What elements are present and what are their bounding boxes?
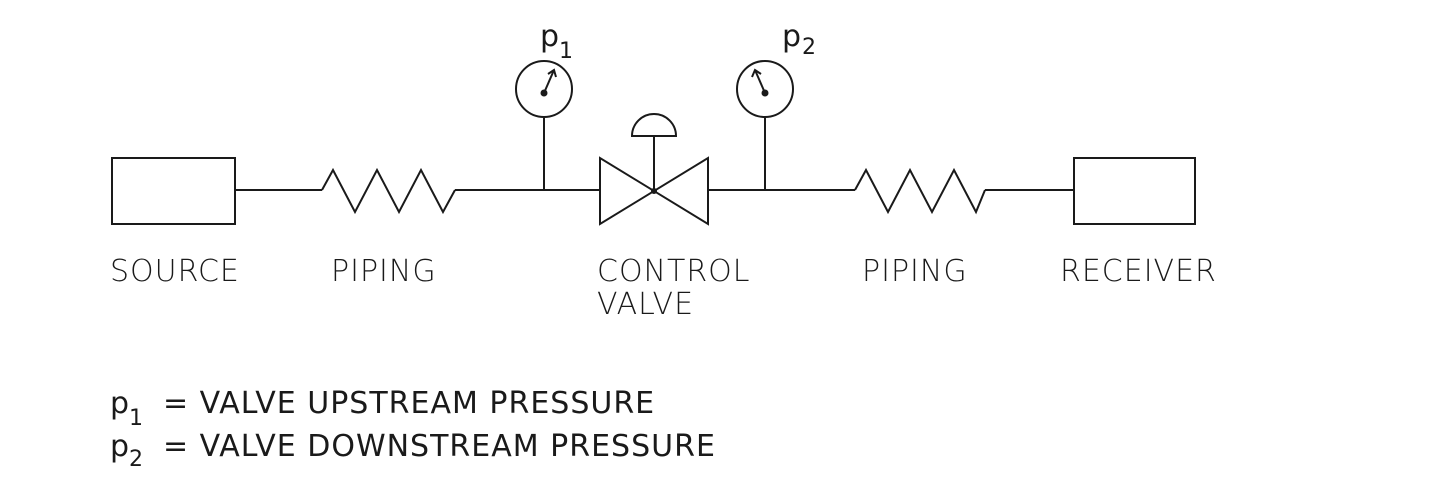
source-box <box>111 157 236 225</box>
downstream-pressure-gauge <box>736 60 794 190</box>
gauge-downstream-subscript: 2 <box>802 35 816 60</box>
label-piping-upstream: PIPING <box>331 254 437 289</box>
gauge-upstream-symbol: p <box>540 19 559 54</box>
receiver-box <box>1073 157 1196 225</box>
legend-p1-symbol: p <box>110 386 129 421</box>
legend-p1-subscript: 1 <box>129 406 143 431</box>
legend: p 1 = VALVE UPSTREAM PRESSURE p 2 = VALV… <box>110 386 716 472</box>
legend-p2-symbol: p <box>110 429 129 464</box>
legend-p2-subscript: 2 <box>129 447 143 472</box>
gauge-upstream-subscript: 1 <box>559 39 573 64</box>
gauge-downstream-symbol: p <box>782 19 801 54</box>
piping-downstream-symbol <box>854 167 986 215</box>
legend-p2-text: = VALVE DOWNSTREAM PRESSURE <box>163 429 716 464</box>
label-piping-downstream: PIPING <box>862 254 968 289</box>
label-source: SOURCE <box>110 254 240 289</box>
legend-p1-text: = VALVE UPSTREAM PRESSURE <box>163 386 655 421</box>
upstream-pressure-gauge <box>515 60 573 190</box>
control-valve-symbol <box>599 113 709 226</box>
piping-upstream-symbol <box>321 167 456 215</box>
label-control-valve-line2: VALVE <box>597 287 694 322</box>
label-control-valve-line1: CONTROL <box>597 254 751 289</box>
label-receiver: RECEIVER <box>1060 254 1217 289</box>
